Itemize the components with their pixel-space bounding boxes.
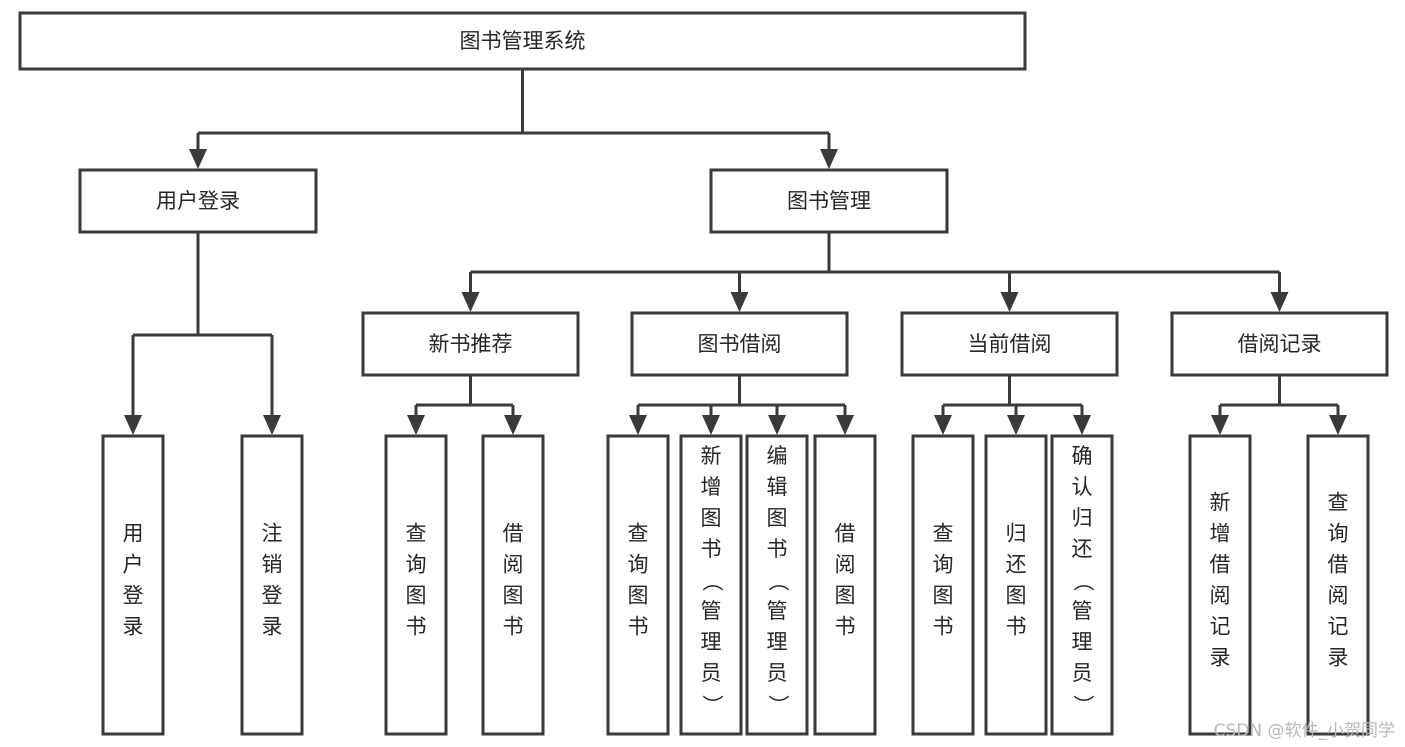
node-book-manage[interactable]: 图书管理 <box>709 168 949 234</box>
node-box-leaf-query-book-1 <box>384 434 448 736</box>
node-box-leaf-borrow-book-2 <box>813 434 877 736</box>
arrow-head-icon-leaf-query-book-3 <box>934 415 952 435</box>
node-box-leaf-return-book <box>984 434 1048 736</box>
node-label-root: 图书管理系统 <box>460 29 586 53</box>
node-leaf-query-book-3[interactable]: 查询图书 <box>911 434 975 736</box>
node-label-leaf-query-record: 查询借阅记录 <box>1328 491 1349 670</box>
node-current-borrow[interactable]: 当前借阅 <box>900 311 1119 377</box>
node-label-leaf-borrow-book-1: 借阅图书 <box>503 522 524 639</box>
node-box-leaf-query-record <box>1306 434 1370 736</box>
arrow-head-icon-leaf-add-book <box>702 415 720 435</box>
arrow-head-icon-book-borrow <box>730 292 749 312</box>
arrow-head-icon-current-borrow <box>1000 292 1019 312</box>
node-leaf-query-book-2[interactable]: 查询图书 <box>606 434 670 736</box>
node-box-root <box>18 11 1027 71</box>
arrow-head-icon-leaf-logout <box>263 415 281 435</box>
node-label-borrow-record: 借阅记录 <box>1238 332 1322 356</box>
node-label-current-borrow: 当前借阅 <box>968 332 1052 356</box>
arrow-head-icon-leaf-user-login <box>124 415 142 435</box>
node-label-leaf-confirm-return: 确认归还 管理员 <box>1072 444 1093 685</box>
node-leaf-edit-book[interactable]: （ ） 编辑图书 管理员 <box>745 434 809 736</box>
node-box-leaf-query-book-3 <box>911 434 975 736</box>
node-box-book-borrow <box>630 311 849 377</box>
node-box-leaf-user-login <box>101 434 165 736</box>
node-label-new-book-rec: 新书推荐 <box>429 332 513 356</box>
node-leaf-query-book-1[interactable]: 查询图书 <box>384 434 448 736</box>
node-box-leaf-edit-book <box>745 434 809 736</box>
arrow-head-icon-leaf-borrow-book-2 <box>836 415 854 435</box>
node-box-leaf-query-book-2 <box>606 434 670 736</box>
node-label-leaf-add-record: 新增借阅记录 <box>1210 491 1231 670</box>
node-book-borrow[interactable]: 图书借阅 <box>630 311 849 377</box>
node-leaf-user-login[interactable]: 用户登录 <box>101 434 165 736</box>
node-label-leaf-borrow-book-2: 借阅图书 <box>835 522 856 639</box>
node-label-book-manage: 图书管理 <box>787 189 871 213</box>
node-label-char-leaf-add-book-8: ） <box>700 695 724 716</box>
arrow-head-icon-new-book-rec <box>461 292 480 312</box>
arrow-head-icon-book-manage <box>820 149 838 169</box>
node-label-char-leaf-edit-book-4: （ <box>766 571 790 592</box>
node-label-leaf-query-book-1: 查询图书 <box>406 522 427 639</box>
node-box-borrow-record <box>1170 311 1389 377</box>
node-leaf-add-book[interactable]: （ ） 新增图书 管理员 <box>679 434 743 736</box>
node-new-book-rec[interactable]: 新书推荐 <box>361 311 580 377</box>
node-root[interactable]: 图书管理系统 <box>18 11 1027 71</box>
node-borrow-record[interactable]: 借阅记录 <box>1170 311 1389 377</box>
node-box-user-login <box>78 168 318 234</box>
node-leaf-confirm-return[interactable]: （ ） 确认归还 管理员 <box>1050 434 1114 736</box>
arrow-head-icon-leaf-query-book-1 <box>407 415 425 435</box>
node-box-book-manage <box>709 168 949 234</box>
node-box-new-book-rec <box>361 311 580 377</box>
node-box-leaf-add-record <box>1188 434 1252 736</box>
node-label-user-login: 用户登录 <box>156 189 240 213</box>
node-label-char-leaf-confirm-return-4: （ <box>1071 571 1095 592</box>
nodes-layer: 图书管理系统用户登录图书管理新书推荐图书借阅当前借阅借阅记录用户登录注销登录查询… <box>18 11 1389 736</box>
node-label-char-leaf-confirm-return-8: ） <box>1071 695 1095 716</box>
node-label-leaf-query-book-3: 查询图书 <box>933 522 954 639</box>
arrow-head-icon-borrow-record <box>1270 292 1289 312</box>
node-leaf-borrow-book-2[interactable]: 借阅图书 <box>813 434 877 736</box>
arrow-head-icon-leaf-query-book-2 <box>629 415 647 435</box>
arrow-head-icon-leaf-return-book <box>1007 415 1025 435</box>
node-label-book-borrow: 图书借阅 <box>698 332 782 356</box>
node-label-leaf-logout: 注销登录 <box>262 522 283 639</box>
node-user-login[interactable]: 用户登录 <box>78 168 318 234</box>
arrow-head-icon-leaf-add-record <box>1211 415 1229 435</box>
arrow-head-icon-leaf-edit-book <box>768 415 786 435</box>
node-leaf-return-book[interactable]: 归还图书 <box>984 434 1048 736</box>
node-label-char-leaf-add-book-4: （ <box>700 571 724 592</box>
node-box-leaf-logout <box>240 434 304 736</box>
node-box-current-borrow <box>900 311 1119 377</box>
node-box-leaf-borrow-book-1 <box>481 434 545 736</box>
node-box-leaf-confirm-return <box>1050 434 1114 736</box>
arrow-head-icon-user-login <box>189 149 207 169</box>
node-leaf-add-record[interactable]: 新增借阅记录 <box>1188 434 1252 736</box>
node-label-leaf-query-book-2: 查询图书 <box>628 522 649 639</box>
node-leaf-logout[interactable]: 注销登录 <box>240 434 304 736</box>
node-box-leaf-add-book <box>679 434 743 736</box>
arrow-head-icon-leaf-confirm-return <box>1073 415 1091 435</box>
node-label-leaf-user-login: 用户登录 <box>123 522 144 639</box>
connectors-layer <box>124 69 1347 435</box>
node-label-leaf-return-book: 归还图书 <box>1006 522 1027 639</box>
node-leaf-query-record[interactable]: 查询借阅记录 <box>1306 434 1370 736</box>
node-label-leaf-edit-book: 编辑图书 管理员 <box>767 444 788 685</box>
arrow-head-icon-leaf-query-record <box>1329 415 1347 435</box>
node-label-leaf-add-book: 新增图书 管理员 <box>701 444 722 685</box>
node-label-char-leaf-edit-book-8: ） <box>766 695 790 716</box>
node-leaf-borrow-book-1[interactable]: 借阅图书 <box>481 434 545 736</box>
arrow-head-icon-leaf-borrow-book-1 <box>504 415 522 435</box>
